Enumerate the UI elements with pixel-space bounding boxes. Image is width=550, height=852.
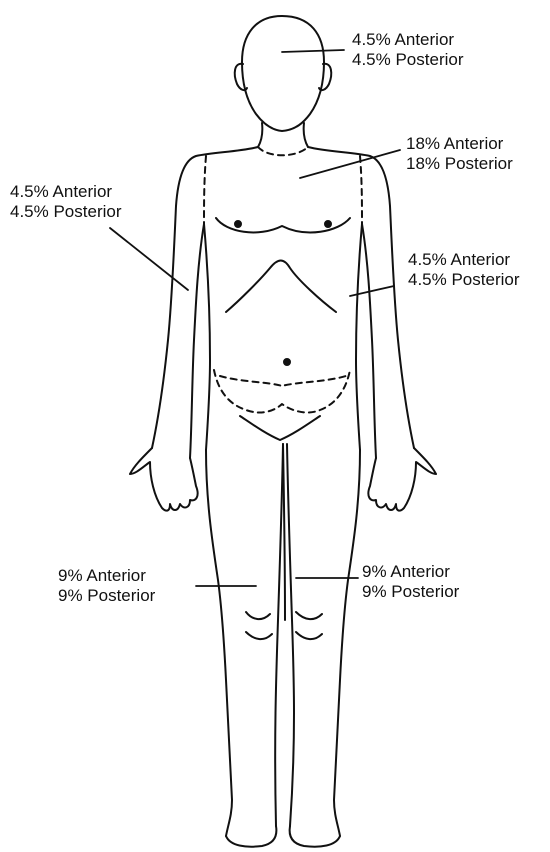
left-leg-outer (206, 450, 232, 836)
right-leg-label: 9% Anterior 9% Posterior (58, 566, 155, 606)
navel (284, 359, 290, 365)
left-hand (130, 448, 198, 511)
left-arm-posterior: 4.5% Posterior (408, 270, 520, 290)
torso-left-side (204, 224, 210, 450)
trunk-posterior: 18% Posterior (406, 154, 513, 174)
right-nipple (325, 221, 331, 227)
pelvis-outline (240, 416, 320, 440)
right-shoulder-dashed (360, 156, 362, 224)
left-knee (246, 612, 272, 639)
head-outline (242, 16, 324, 131)
ribcage-outline (226, 261, 336, 313)
right-arm-pointer-line (110, 228, 188, 290)
right-leg-inner (287, 444, 294, 826)
left-arm-inner (190, 224, 204, 458)
right-arm-anterior: 4.5% Anterior (10, 182, 122, 202)
neck-right (304, 123, 308, 147)
head-pointer-line (282, 50, 344, 52)
left-shoulder-dashed (204, 156, 206, 224)
crotch-line (283, 444, 285, 620)
right-leg-anterior: 9% Anterior (58, 566, 155, 586)
left-leg-inner (275, 444, 283, 826)
right-hand (368, 448, 436, 511)
left-arm-label: 4.5% Anterior 4.5% Posterior (408, 250, 520, 290)
trunk-label: 18% Anterior 18% Posterior (406, 134, 513, 174)
torso-right-side (356, 224, 362, 450)
head-posterior: 4.5% Posterior (352, 50, 464, 70)
right-arm-inner (362, 224, 376, 458)
trunk-anterior: 18% Anterior (406, 134, 513, 154)
neck-left (258, 123, 262, 147)
right-arm-label: 4.5% Anterior 4.5% Posterior (10, 182, 122, 222)
right-leg-posterior: 9% Posterior (58, 586, 155, 606)
right-leg-outer (334, 450, 360, 836)
groin-upper-dashed (220, 376, 346, 386)
right-knee (296, 612, 322, 639)
left-foot (226, 826, 276, 847)
left-leg-anterior: 9% Anterior (362, 562, 459, 582)
head-anterior: 4.5% Anterior (352, 30, 464, 50)
head-label: 4.5% Anterior 4.5% Posterior (352, 30, 464, 70)
left-nipple (235, 221, 241, 227)
groin-dashed-boundary (214, 370, 350, 412)
left-leg-label: 9% Anterior 9% Posterior (362, 562, 459, 602)
left-arm-anterior: 4.5% Anterior (408, 250, 520, 270)
right-foot (290, 826, 340, 847)
right-arm-posterior: 4.5% Posterior (10, 202, 122, 222)
left-leg-posterior: 9% Posterior (362, 582, 459, 602)
neck-dashed-boundary (258, 147, 308, 155)
